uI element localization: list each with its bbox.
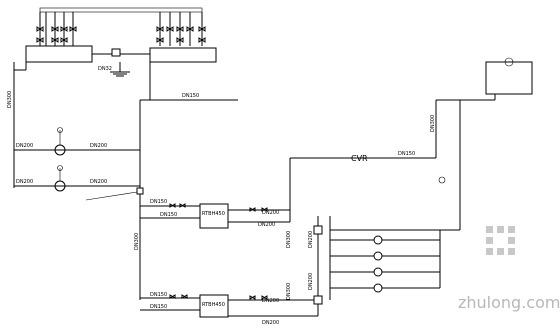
label-dn200-b: DN200 (90, 143, 107, 149)
label-dn150-r1: DN150 (150, 199, 167, 205)
label-dn300-left: DN300 (7, 91, 13, 108)
watermark: zhulong.com (458, 226, 560, 312)
left-riser-piping: DN150 DN200 DN200 DN200 DN200 DN300 DN30… (7, 62, 238, 300)
expansion-tank (485, 61, 533, 95)
label-dn150-r4: DN150 (150, 304, 167, 310)
label-dn300-lower: DN300 (134, 233, 140, 250)
chiller-unit-1 (199, 203, 229, 229)
label-dn200-r1: DN200 (258, 222, 275, 228)
valve-symbols-top-left (36, 26, 77, 43)
watermark-logo-icon (486, 226, 515, 255)
label-dn200-bottom: DN200 (262, 320, 279, 326)
bypass-valve (111, 48, 121, 57)
label-dn200-r2: DN200 (262, 210, 279, 216)
label-dn200-v2: DN200 (308, 231, 314, 248)
label-dn200-r3: DN200 (262, 298, 279, 304)
top-header-pipe (39, 7, 203, 13)
label-dn300-v2: DN300 (286, 283, 292, 300)
tank-gauge (504, 57, 514, 67)
label-dn200-d: DN200 (90, 179, 107, 185)
label-dn150-top: DN150 (182, 93, 199, 99)
relief-valve (438, 176, 446, 184)
filter-1 (313, 225, 323, 235)
distributor-header (149, 47, 217, 63)
cvr-supply-line: CVR DN150 DN300 (289, 57, 533, 231)
label-dn150-r2: DN150 (160, 212, 177, 218)
chiller-branch-1: RTBH450 DN150 DN150 DN200 (140, 199, 290, 229)
secondary-pump-4 (373, 283, 383, 293)
label-dn32: DN32 (98, 66, 112, 72)
circulating-pump-2 (54, 165, 66, 192)
chiller-branch-2: RTBH450 DN150 DN150 DN200 (140, 292, 318, 326)
secondary-pump-2 (373, 251, 383, 261)
label-dn300-right: DN300 (430, 115, 436, 132)
label-dn200-c: DN200 (16, 179, 33, 185)
filter-2 (313, 295, 323, 305)
valve-symbols-top-right (156, 26, 206, 43)
label-dn200-v1: DN200 (308, 273, 314, 290)
label-dn150-mid: DN150 (398, 151, 415, 157)
label-rtbh-1: RTBH450 (202, 211, 225, 217)
chiller-unit-2 (199, 294, 229, 318)
label-dn150-r3: DN150 (150, 292, 167, 298)
secondary-pump-1 (373, 235, 383, 245)
label-cvr: CVR (351, 154, 368, 163)
water-treatment-unit (136, 187, 144, 195)
label-dn300-v: DN300 (286, 231, 292, 248)
circulating-pump-1 (54, 127, 66, 156)
label-rtbh-2: RTBH450 (202, 302, 225, 308)
top-manifold-assembly: DN32 (25, 7, 217, 77)
watermark-text: zhulong.com (458, 293, 560, 312)
secondary-pump-bank: DN200 DN200 DN300 DN300 DN200 DN200 (262, 210, 441, 316)
secondary-pump-3 (373, 267, 383, 277)
collector-header (25, 45, 93, 63)
label-dn200-a: DN200 (16, 143, 33, 149)
